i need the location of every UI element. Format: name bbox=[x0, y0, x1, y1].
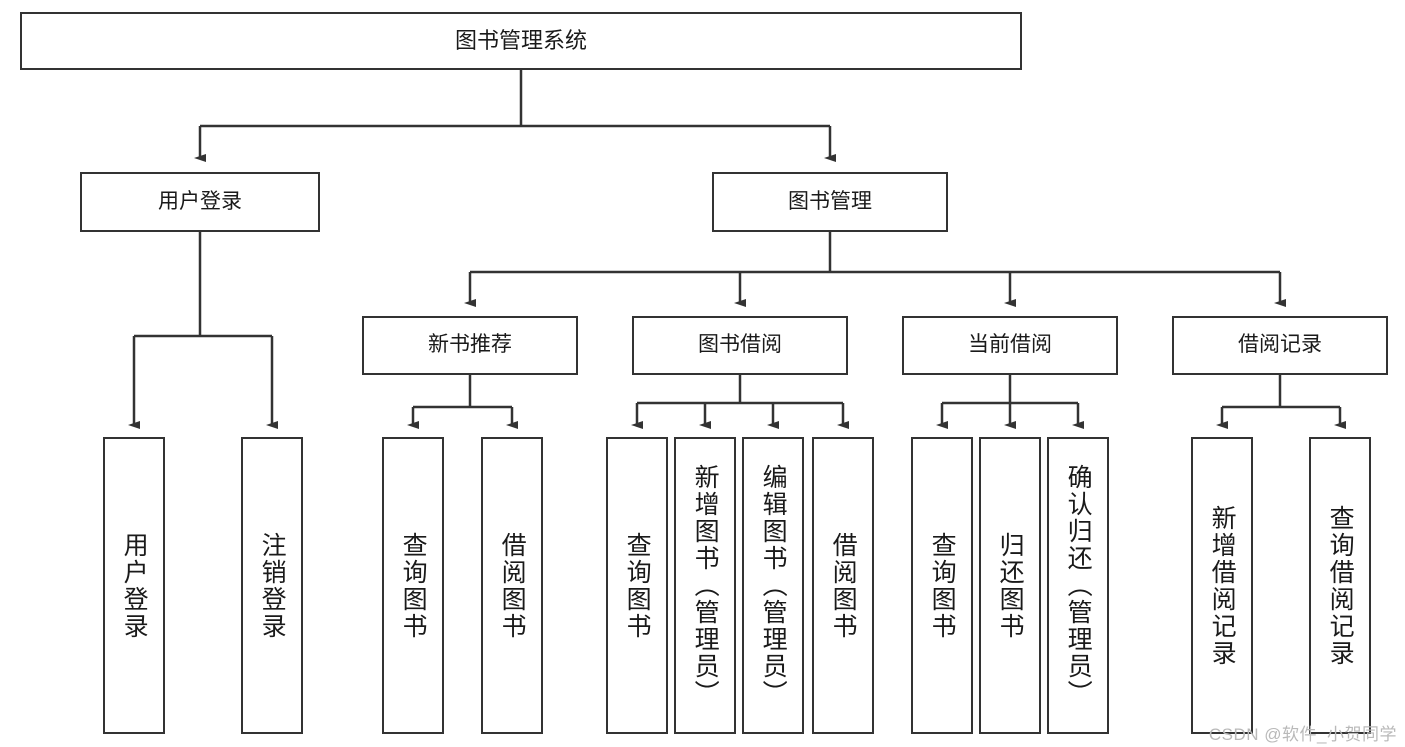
leaf-logout-label: 注销登录 bbox=[258, 531, 287, 640]
leaf-query-borrow-record[interactable]: 查询借阅记录 bbox=[1309, 437, 1371, 734]
leaf-borrow-book-label: 借阅图书 bbox=[829, 531, 858, 640]
leaf-query-book-recommend-label: 查询图书 bbox=[399, 531, 428, 640]
node-borrow-record[interactable]: 借阅记录 bbox=[1172, 316, 1388, 375]
leaf-user-login[interactable]: 用户登录 bbox=[103, 437, 165, 734]
leaf-return-book[interactable]: 归还图书 bbox=[979, 437, 1041, 734]
leaf-borrow-book-recommend[interactable]: 借阅图书 bbox=[481, 437, 543, 734]
leaf-logout[interactable]: 注销登录 bbox=[241, 437, 303, 734]
leaf-borrow-book[interactable]: 借阅图书 bbox=[812, 437, 874, 734]
node-book-borrow-label: 图书借阅 bbox=[698, 333, 782, 357]
node-user-login[interactable]: 用户登录 bbox=[80, 172, 320, 232]
leaf-edit-book-admin[interactable]: 编辑图书（管理员） bbox=[742, 437, 804, 734]
leaf-query-book-recommend[interactable]: 查询图书 bbox=[382, 437, 444, 734]
node-book-management-label: 图书管理 bbox=[788, 189, 872, 213]
node-new-book-recommend[interactable]: 新书推荐 bbox=[362, 316, 578, 375]
leaf-confirm-return-admin[interactable]: 确认归还（管理员） bbox=[1047, 437, 1109, 734]
node-book-borrow[interactable]: 图书借阅 bbox=[632, 316, 848, 375]
leaf-confirm-return-admin-label: 确认归还（管理员） bbox=[1064, 464, 1093, 707]
node-new-book-recommend-label: 新书推荐 bbox=[428, 333, 512, 357]
node-book-management[interactable]: 图书管理 bbox=[712, 172, 948, 232]
leaf-query-book-current-label: 查询图书 bbox=[928, 531, 957, 640]
node-current-borrow-label: 当前借阅 bbox=[968, 333, 1052, 357]
leaf-query-book-borrow[interactable]: 查询图书 bbox=[606, 437, 668, 734]
leaf-add-book-admin-label: 新增图书（管理员） bbox=[691, 464, 720, 707]
leaf-borrow-book-recommend-label: 借阅图书 bbox=[498, 531, 527, 640]
leaf-return-book-label: 归还图书 bbox=[996, 531, 1025, 640]
leaf-add-borrow-record-label: 新增借阅记录 bbox=[1208, 504, 1237, 667]
leaf-add-book-admin[interactable]: 新增图书（管理员） bbox=[674, 437, 736, 734]
leaf-query-borrow-record-label: 查询借阅记录 bbox=[1326, 504, 1355, 667]
leaf-add-borrow-record[interactable]: 新增借阅记录 bbox=[1191, 437, 1253, 734]
node-borrow-record-label: 借阅记录 bbox=[1238, 333, 1322, 357]
node-root[interactable]: 图书管理系统 bbox=[20, 12, 1022, 70]
node-user-login-label: 用户登录 bbox=[158, 189, 242, 213]
leaf-query-book-current[interactable]: 查询图书 bbox=[911, 437, 973, 734]
leaf-edit-book-admin-label: 编辑图书（管理员） bbox=[759, 464, 788, 707]
leaf-user-login-label: 用户登录 bbox=[120, 531, 149, 640]
node-root-label: 图书管理系统 bbox=[454, 28, 587, 54]
leaf-query-book-borrow-label: 查询图书 bbox=[623, 531, 652, 640]
node-current-borrow[interactable]: 当前借阅 bbox=[902, 316, 1118, 375]
